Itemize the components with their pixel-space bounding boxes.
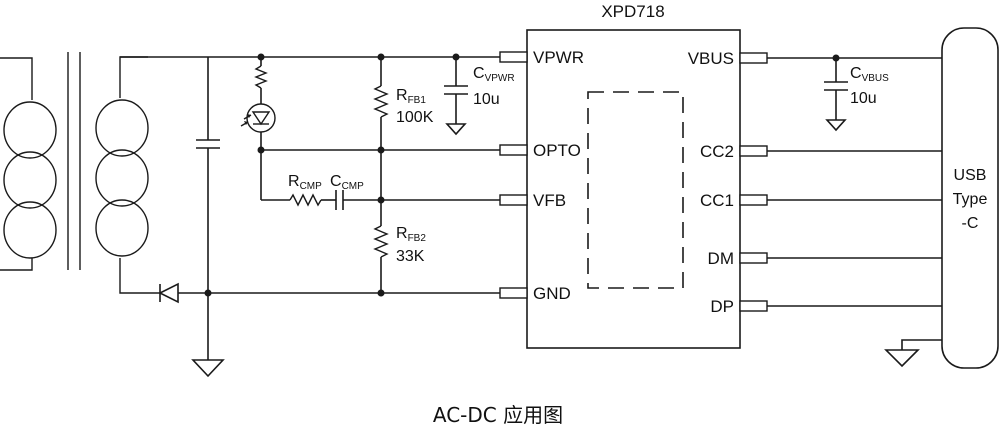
usb-label-line3: -C <box>962 215 979 232</box>
chip-body <box>526 29 741 349</box>
ground-symbol-right <box>884 339 942 368</box>
bulk-capacitor <box>196 57 220 293</box>
rfb1-name: RFB1 <box>396 87 426 106</box>
pin-label-dp: DP <box>710 297 734 316</box>
pin-cc1 <box>739 194 768 206</box>
cvpwr-name: CVPWR <box>473 65 515 84</box>
chip-name: XPD718 <box>601 2 664 21</box>
pin-cc2 <box>739 145 768 157</box>
pin-dm <box>739 252 768 264</box>
cvbus-value: 10u <box>850 90 877 107</box>
pin-label-gnd: GND <box>533 284 571 303</box>
rfb2-name: RFB2 <box>396 225 426 244</box>
usb-label-line1: USB <box>954 167 987 184</box>
chip-internal-dashed <box>587 91 684 289</box>
pin-vpwr <box>499 51 528 63</box>
pin-label-cc1: CC1 <box>700 191 734 210</box>
ground-symbol-left <box>191 293 225 378</box>
pin-label-vfb: VFB <box>533 191 566 210</box>
rcmp-name: RCMP <box>288 173 322 192</box>
compensation-network <box>261 190 500 210</box>
pin-label-opto: OPTO <box>533 141 581 160</box>
cvbus-capacitor <box>824 54 848 132</box>
rectifier-diode <box>158 282 179 304</box>
usb-label-line2: Type <box>953 191 988 208</box>
ccmp-name: CCMP <box>330 173 364 192</box>
secondary-winding <box>95 56 160 294</box>
pin-vfb <box>499 194 528 206</box>
rfb1-value: 100K <box>396 109 434 126</box>
pin-opto <box>499 144 528 156</box>
feedback-divider <box>373 53 389 297</box>
diagram-caption: AC-DC 应用图 <box>433 403 563 427</box>
pin-label-dm: DM <box>708 249 734 268</box>
rfb2-value: 33K <box>396 248 425 265</box>
pin-vbus <box>739 52 768 64</box>
transformer <box>0 52 160 294</box>
pin-dp <box>739 300 768 312</box>
cvpwr-capacitor <box>444 53 468 136</box>
usb-connector <box>941 27 999 369</box>
cvbus-name: CVBUS <box>850 65 889 84</box>
pin-label-cc2: CC2 <box>700 142 734 161</box>
primary-winding <box>0 57 57 271</box>
optocoupler <box>240 53 276 200</box>
pin-label-vbus: VBUS <box>688 49 734 68</box>
pin-label-vpwr: VPWR <box>533 48 584 67</box>
cvpwr-value: 10u <box>473 91 500 108</box>
pin-gnd <box>499 287 528 299</box>
